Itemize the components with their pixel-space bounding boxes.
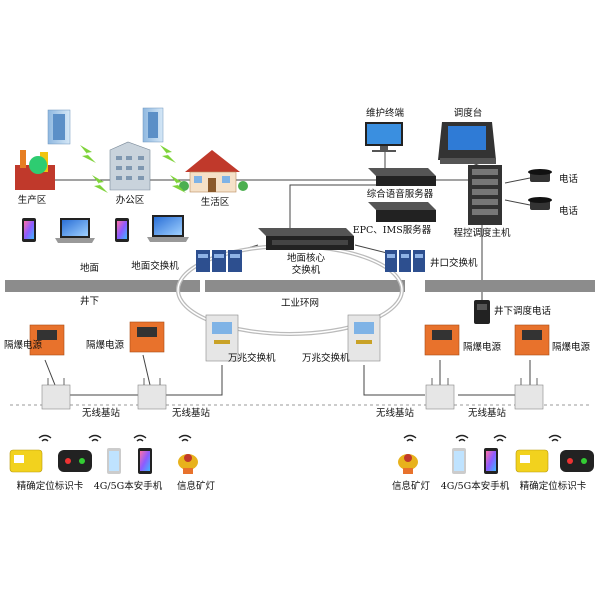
connection-lines xyxy=(30,148,531,396)
label-wireless-bs-2: 无线基站 xyxy=(172,408,211,419)
label-underground: 井下 xyxy=(80,296,100,307)
desk-phone-icon-1 xyxy=(528,169,552,182)
label-phone-2: 电话 xyxy=(559,206,579,217)
wireless-bs-1 xyxy=(41,378,71,410)
label-locator-card-right: 精确定位标识卡 xyxy=(519,481,587,492)
label-wireless-bs-1: 无线基站 xyxy=(82,408,121,419)
label-info-lamp-left: 信息矿灯 xyxy=(176,481,216,492)
label-wireless-bs-3: 无线基站 xyxy=(376,408,415,419)
label-explosion-power-4: 隔爆电源 xyxy=(552,342,591,353)
label-phone-4g5g-left: 4G/5G本安手机 xyxy=(93,481,163,492)
explosion-power-box-4 xyxy=(514,324,550,356)
miner-lamp-icon-right xyxy=(398,454,418,474)
underground-phone-icon xyxy=(474,300,490,324)
label-core-switch-2: 交换机 xyxy=(291,265,321,276)
miner-lamp-icon-left xyxy=(178,454,198,474)
lightning-icons xyxy=(80,145,186,193)
production-building-icon xyxy=(15,150,55,190)
ground-switch-icon xyxy=(196,250,242,272)
label-underground-phone: 井下调度电话 xyxy=(494,306,552,317)
label-explosion-power-2: 隔爆电源 xyxy=(86,340,125,351)
mobile-phone-icon-right-1 xyxy=(452,448,466,474)
label-production-area: 生产区 xyxy=(17,195,47,206)
tower-icon-right xyxy=(142,107,164,143)
explosion-power-box-3 xyxy=(424,324,460,356)
label-maintenance-terminal: 维护终端 xyxy=(365,108,405,119)
label-explosion-power-3: 隔爆电源 xyxy=(463,342,502,353)
label-info-lamp-right: 信息矿灯 xyxy=(391,481,431,492)
dispatch-console-icon xyxy=(438,122,496,164)
label-gigabit-switch-left: 万兆交换机 xyxy=(228,353,276,364)
desk-phone-icon-2 xyxy=(528,197,552,210)
label-living-area: 生活区 xyxy=(200,197,230,208)
laptop-icon-2 xyxy=(147,215,189,242)
office-building-icon xyxy=(109,141,151,191)
label-ground: 地面 xyxy=(80,263,100,274)
tower-icon-left xyxy=(47,109,71,145)
voice-server-icon xyxy=(368,168,436,186)
wireless-bs-2 xyxy=(137,378,167,410)
program-host-icon xyxy=(468,165,502,225)
locator-card-icon-left xyxy=(9,449,43,473)
mobile-phone-icon-left-1 xyxy=(107,448,121,474)
label-phone-1: 电话 xyxy=(559,174,579,185)
explosion-power-box-1 xyxy=(29,324,65,356)
signal-wave-icons xyxy=(38,434,562,442)
mobile-phone-icon-right-2 xyxy=(484,448,498,474)
label-gigabit-switch-right: 万兆交换机 xyxy=(302,353,350,364)
label-program-host: 程控调度主机 xyxy=(453,228,511,239)
wellhead-switch-icon xyxy=(385,250,425,272)
label-dispatch-console: 调度台 xyxy=(453,108,483,119)
gigabit-switch-right xyxy=(347,314,381,362)
maintenance-terminal-icon xyxy=(365,122,403,152)
mobile-phone-icon-left-2 xyxy=(138,448,152,474)
label-locator-card-left: 精确定位标识卡 xyxy=(16,481,84,492)
label-ring-network: 工业环网 xyxy=(280,298,320,309)
locator-device-icon-left xyxy=(58,450,92,472)
label-voice-server: 综合语音服务器 xyxy=(366,189,434,200)
label-explosion-power-1: 隔爆电源 xyxy=(4,340,43,351)
ground-bars xyxy=(5,280,595,292)
label-core-switch-1: 地面核心 xyxy=(286,253,326,264)
house-icon xyxy=(179,150,248,193)
locator-card-icon-right xyxy=(515,449,549,473)
label-wellhead-switch: 井口交换机 xyxy=(430,258,478,269)
label-epc-ims: EPC、IMS服务器 xyxy=(352,225,432,236)
wireless-bs-3 xyxy=(425,378,455,410)
core-switch-icon xyxy=(258,228,354,250)
phone-icon-1 xyxy=(22,218,36,242)
phone-icon-2 xyxy=(115,218,129,242)
explosion-power-box-2 xyxy=(129,321,165,353)
label-office-area: 办公区 xyxy=(115,195,145,206)
label-ground-switch: 地面交换机 xyxy=(131,261,179,272)
label-wireless-bs-4: 无线基站 xyxy=(468,408,507,419)
locator-device-icon-right xyxy=(560,450,594,472)
laptop-icon-1 xyxy=(55,218,95,243)
label-phone-4g5g-right: 4G/5G本安手机 xyxy=(440,481,510,492)
epc-server-icon xyxy=(368,202,436,222)
wireless-bs-4 xyxy=(514,378,544,410)
gigabit-switch-left xyxy=(205,314,239,362)
